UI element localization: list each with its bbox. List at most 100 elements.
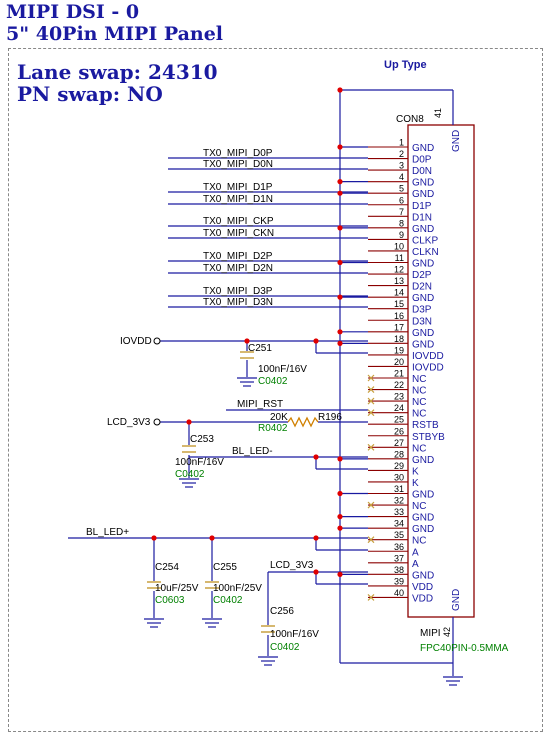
pin-12-number: 12 bbox=[394, 265, 404, 275]
net-label-iovdd: IOVDD bbox=[120, 336, 152, 347]
net-label-bl-led-plus: BL_LED+ bbox=[86, 527, 129, 538]
junction-dot bbox=[313, 454, 319, 460]
pin-4-number: 4 bbox=[399, 172, 404, 182]
junction-dot bbox=[337, 144, 343, 150]
c255-value: 100nF/25V bbox=[213, 583, 262, 594]
c255-capacitor-symbol bbox=[205, 581, 219, 589]
junction-dot bbox=[337, 225, 343, 231]
connector-type-label: Up Type bbox=[384, 59, 427, 71]
pin-20-number: 20 bbox=[394, 357, 404, 367]
ground-symbol-main bbox=[443, 676, 463, 686]
c251-value: 100nF/16V bbox=[258, 364, 307, 375]
pin-12-name: D2P bbox=[412, 270, 432, 281]
pin-19-name: IOVDD bbox=[412, 351, 444, 362]
pin-14-number: 14 bbox=[394, 288, 404, 298]
no-connect-mark bbox=[367, 501, 375, 509]
pin-30-name: K bbox=[412, 478, 419, 489]
pn-swap-note: PN swap: NO bbox=[17, 82, 163, 106]
pin-7-name: D1N bbox=[412, 212, 432, 223]
c251-ref: C251 bbox=[248, 343, 272, 354]
pin-25-number: 25 bbox=[394, 415, 404, 425]
net-label-ckn: TX0_MIPI_CKN bbox=[203, 228, 274, 239]
vdd-wiring bbox=[267, 571, 368, 656]
pin-17-number: 17 bbox=[394, 322, 404, 332]
pin-42-number: 42 bbox=[442, 627, 452, 637]
pin-38-number: 38 bbox=[394, 565, 404, 575]
pin-6-name: D1P bbox=[412, 201, 432, 212]
pin-32-name: NC bbox=[412, 501, 426, 512]
pin-26-number: 26 bbox=[394, 426, 404, 436]
junction-dot bbox=[337, 294, 343, 300]
lane-swap-note: Lane swap: 24310 bbox=[17, 60, 218, 84]
pin-20-name: IOVDD bbox=[412, 362, 444, 373]
page-title: MIPI DSI - 0 bbox=[6, 1, 140, 23]
pin-8-name: GND bbox=[412, 224, 434, 235]
pin-2-name: D0P bbox=[412, 155, 432, 166]
pin-10-name: CLKN bbox=[412, 247, 439, 258]
junction-dot bbox=[244, 338, 250, 344]
c256-value: 100nF/16V bbox=[270, 629, 319, 640]
ground-symbol-c255 bbox=[202, 618, 222, 628]
pin-34-number: 34 bbox=[394, 519, 404, 529]
no-connect-mark bbox=[367, 397, 375, 405]
c254-ref: C254 bbox=[155, 562, 179, 573]
net-label-lcd-3v3: LCD_3V3 bbox=[107, 417, 151, 428]
net-label-bl-led-minus: BL_LED- bbox=[232, 446, 273, 457]
pin-37-number: 37 bbox=[394, 553, 404, 563]
no-connect-mark bbox=[367, 386, 375, 393]
pin-28-name: GND bbox=[412, 455, 434, 466]
pin-3-number: 3 bbox=[399, 161, 404, 171]
connector-footprint: FPC40PIN-0.5MMA bbox=[420, 643, 509, 654]
r196-ref: R196 bbox=[318, 412, 342, 423]
pin-39-name: VDD bbox=[412, 582, 433, 593]
iovdd-wiring bbox=[160, 340, 368, 377]
junction-dot bbox=[337, 525, 343, 531]
pin-33-number: 33 bbox=[394, 507, 404, 517]
no-connect-mark bbox=[367, 374, 375, 382]
pin-10-number: 10 bbox=[394, 241, 404, 251]
c253-package: C0402 bbox=[175, 469, 205, 480]
pin-5-number: 5 bbox=[399, 184, 404, 194]
pin-37-name: A bbox=[412, 559, 419, 570]
pin-40-number: 40 bbox=[394, 588, 404, 598]
pin-8-number: 8 bbox=[399, 218, 404, 228]
c256-package: C0402 bbox=[270, 642, 300, 653]
pin-9-name: CLKP bbox=[412, 235, 438, 246]
pin-2-number: 2 bbox=[399, 149, 404, 159]
no-connect-mark bbox=[367, 536, 375, 544]
c253-ref: C253 bbox=[190, 434, 214, 445]
page-subtitle: 5" 40Pin MIPI Panel bbox=[6, 23, 224, 45]
r196-package: R0402 bbox=[258, 423, 288, 434]
no-connect-mark bbox=[367, 443, 375, 451]
junction-dot bbox=[337, 329, 343, 335]
net-label-ckp: TX0_MIPI_CKP bbox=[203, 216, 274, 227]
junction-dot bbox=[337, 490, 343, 497]
pin-5-name: GND bbox=[412, 189, 434, 200]
pin-9-number: 9 bbox=[399, 230, 404, 240]
net-label-d3p: TX0_MIPI_D3P bbox=[203, 286, 273, 297]
iovdd-port bbox=[153, 337, 161, 345]
junction-dot bbox=[337, 87, 343, 93]
pin-33-name: GND bbox=[412, 513, 434, 524]
junction-dot bbox=[337, 514, 343, 520]
net-label-d1n: TX0_MIPI_D1N bbox=[203, 194, 273, 205]
net-label-d0n: TX0_MIPI_D0N bbox=[203, 159, 273, 170]
pin-15-name: D3P bbox=[412, 305, 432, 316]
pin-22-number: 22 bbox=[394, 380, 404, 390]
net-label-lcd-3v3-vdd: LCD_3V3 bbox=[270, 560, 314, 571]
junction-dot bbox=[209, 535, 215, 541]
c254-capacitor-symbol bbox=[147, 581, 161, 589]
c251-capacitor-symbol bbox=[240, 351, 254, 359]
pin-25-name: RSTB bbox=[412, 420, 439, 431]
pin-18-name: GND bbox=[412, 339, 434, 350]
pin-35-number: 35 bbox=[394, 530, 404, 540]
pin-29-name: K bbox=[412, 466, 419, 477]
pin-36-name: A bbox=[412, 547, 419, 558]
pin-6-number: 6 bbox=[399, 195, 404, 205]
net-label-d2n: TX0_MIPI_D2N bbox=[203, 263, 273, 274]
pin-23-number: 23 bbox=[394, 392, 404, 402]
pin-27-name: NC bbox=[412, 443, 426, 454]
pin-30-number: 30 bbox=[394, 472, 404, 482]
pin-13-number: 13 bbox=[394, 276, 404, 286]
